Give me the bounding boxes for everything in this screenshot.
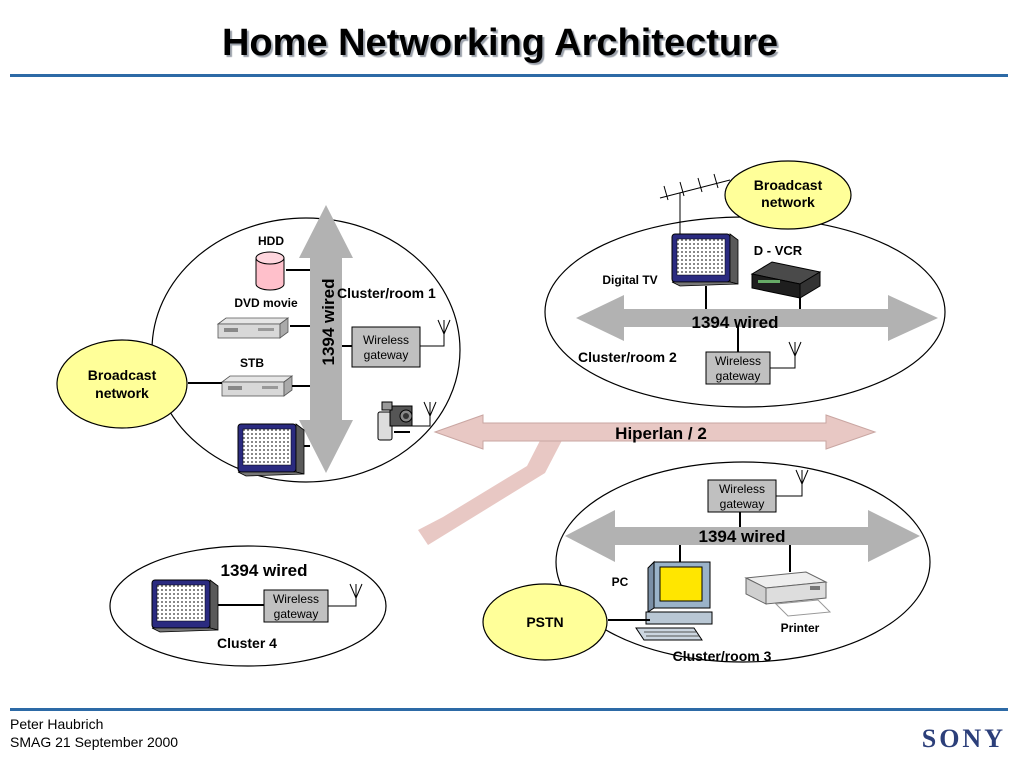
cluster1-name: Cluster/room 1 bbox=[337, 285, 436, 301]
hiperlan-branch-arrow bbox=[418, 425, 570, 545]
pstn-callout bbox=[482, 583, 608, 661]
header-rule bbox=[10, 74, 1008, 77]
hiperlan-arrow bbox=[433, 414, 877, 450]
dvd-player-icon bbox=[217, 317, 289, 339]
cluster4-bus-label: 1394 wired bbox=[221, 561, 308, 580]
printer-icon bbox=[744, 571, 832, 617]
cluster2-bus-label: 1394 wired bbox=[692, 313, 779, 332]
camcorder-antenna-wire bbox=[410, 412, 431, 427]
broadcast1-line2: network bbox=[95, 385, 149, 401]
camcorder-icon bbox=[377, 401, 413, 441]
pc-icon bbox=[635, 560, 713, 641]
broadcast1-line1: Broadcast bbox=[88, 367, 157, 383]
hdd-label: HDD bbox=[258, 234, 284, 248]
footer-date: SMAG 21 September 2000 bbox=[10, 734, 179, 750]
gateway4-line1: Wireless bbox=[273, 592, 319, 606]
cluster2-name: Cluster/room 2 bbox=[578, 349, 677, 365]
cluster3-name: Cluster/room 3 bbox=[673, 648, 772, 664]
gateway1-antenna-wire bbox=[420, 330, 445, 347]
footer-rule bbox=[10, 708, 1008, 711]
cluster3-wireless-gateway bbox=[707, 479, 777, 513]
digital-tv-icon bbox=[671, 233, 739, 287]
cluster1-broadcast-network bbox=[56, 339, 188, 429]
gateway2-line1: Wireless bbox=[715, 354, 761, 368]
gateway3-line1: Wireless bbox=[719, 482, 765, 496]
broadcast2-line1: Broadcast bbox=[754, 177, 823, 193]
gateway4-line2: gateway bbox=[274, 607, 319, 621]
cluster2-broadcast-network bbox=[724, 160, 852, 230]
cluster3-bus-arrow bbox=[565, 510, 920, 562]
antenna-icon bbox=[437, 319, 451, 339]
cluster4-tv-icon bbox=[151, 579, 219, 633]
printer-label: Printer bbox=[781, 621, 820, 635]
cluster1-wireless-gateway bbox=[351, 326, 421, 368]
gateway1-line1: Wireless bbox=[363, 333, 409, 347]
gateway4-antenna-wire bbox=[328, 594, 357, 607]
cluster4-boundary bbox=[109, 545, 387, 667]
camcorder-antenna-icon bbox=[423, 401, 437, 421]
gateway2-line2: gateway bbox=[716, 369, 761, 383]
gateway2-antenna-wire bbox=[770, 356, 796, 369]
gateway3-antenna-icon bbox=[795, 469, 809, 489]
rooftop-antenna-icon bbox=[659, 173, 731, 234]
hdd-icon bbox=[255, 251, 285, 291]
gateway3-antenna-wire bbox=[776, 484, 803, 497]
gateway3-line2: gateway bbox=[720, 497, 765, 511]
cluster2-wireless-gateway bbox=[705, 351, 771, 385]
cluster3-boundary bbox=[555, 461, 931, 663]
footer-author: Peter Haubrich bbox=[10, 716, 104, 732]
broadcast2-line2: network bbox=[761, 194, 815, 210]
gateway1-line2: gateway bbox=[364, 348, 409, 362]
cluster4-wireless-gateway bbox=[263, 589, 329, 623]
sony-logo: SONY bbox=[921, 724, 1006, 753]
hiperlan-label: Hiperlan / 2 bbox=[615, 424, 707, 443]
cluster3-bus-label: 1394 wired bbox=[699, 527, 786, 546]
stb-icon bbox=[221, 375, 293, 397]
cluster2-bus-arrow bbox=[576, 295, 938, 341]
gateway4-antenna-icon bbox=[349, 583, 363, 603]
pc-label: PC bbox=[612, 575, 629, 589]
pstn-label: PSTN bbox=[526, 614, 563, 630]
gateway2-antenna-icon bbox=[788, 341, 802, 361]
digital-tv-label: Digital TV bbox=[602, 273, 657, 287]
page-title: Home Networking Architecture bbox=[221, 22, 779, 64]
dvcr-icon bbox=[750, 261, 822, 299]
cluster1-bus-arrow bbox=[299, 205, 353, 473]
dvcr-label: D - VCR bbox=[754, 243, 803, 258]
tv-icon bbox=[237, 423, 305, 477]
stb-label: STB bbox=[240, 356, 264, 370]
cluster4-name: Cluster 4 bbox=[217, 635, 277, 651]
dvd-label: DVD movie bbox=[234, 296, 298, 310]
cluster1-bus-label: 1394 wired bbox=[319, 279, 338, 366]
